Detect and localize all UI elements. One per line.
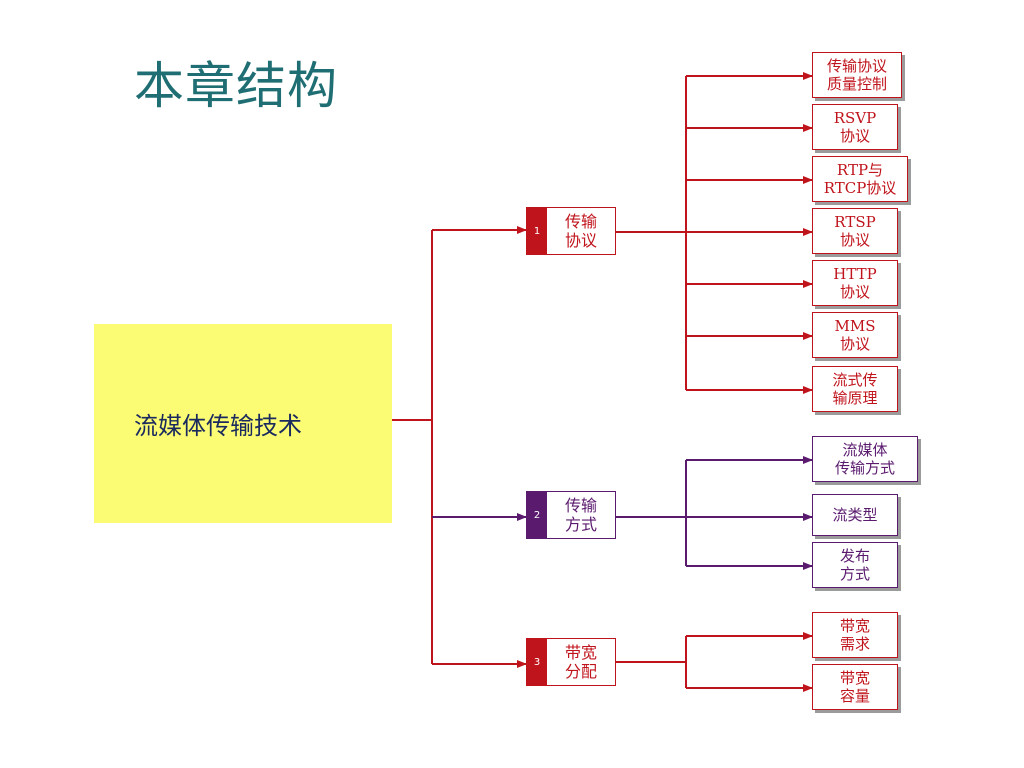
branch-number: 3 [527,639,547,685]
leaf-3-2: 带宽 容量 [812,664,898,710]
leaf-2-1: 流媒体 传输方式 [812,436,918,482]
root-node: 流媒体传输技术 [94,324,392,523]
leaf-1-5: HTTP 协议 [812,260,898,306]
leaf-1-6: MMS 协议 [812,312,898,358]
leaf-1-4: RTSP 协议 [812,208,898,254]
slide-title: 本章结构 [134,57,338,115]
leaf-2-2: 流类型 [812,494,898,536]
leaf-1-1: 传输协议 质量控制 [812,52,902,98]
branch-node-1: 1 传输 协议 [526,207,616,255]
root-node-label: 流媒体传输技术 [134,412,302,440]
leaf-2-3: 发布 方式 [812,542,898,588]
branch-node-2: 2 传输 方式 [526,491,616,539]
branch-label: 带宽 分配 [564,643,597,681]
branch-number: 2 [527,492,547,538]
leaf-1-7: 流式传 输原理 [812,366,898,412]
branch-node-3: 3 带宽 分配 [526,638,616,686]
leaf-1-3: RTP与 RTCP协议 [812,156,908,202]
branch-label: 传输 协议 [564,212,597,250]
branch-number: 1 [527,208,547,254]
leaf-1-2: RSVP 协议 [812,104,898,150]
leaf-3-1: 带宽 需求 [812,612,898,658]
branch-label: 传输 方式 [564,496,597,534]
